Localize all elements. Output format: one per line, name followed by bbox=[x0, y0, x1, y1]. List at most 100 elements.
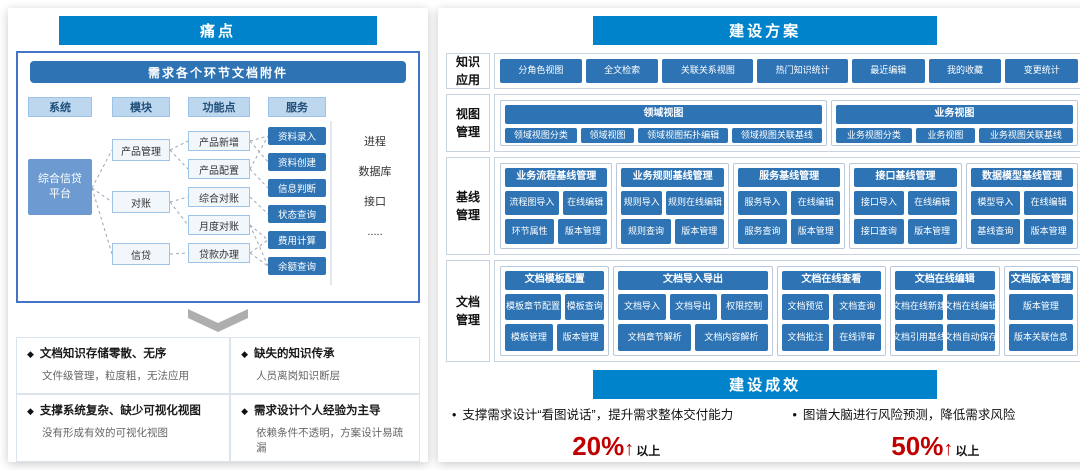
feature-button: 文档批注 bbox=[781, 324, 830, 351]
pain-panel-title: 痛点 bbox=[59, 16, 377, 45]
feature-button: 领域视图分类 bbox=[505, 127, 577, 144]
module-node: 信贷 bbox=[112, 243, 170, 265]
feature-group: 业务流程基线管理流程图导入在线编辑环节属性版本管理 bbox=[500, 163, 613, 249]
feature-button: 基线查询 bbox=[970, 219, 1020, 244]
function-node: 贷款办理 bbox=[188, 243, 250, 263]
button-row: 领域视图分类领域视图领域视图拓扑编辑领域视图关联基线 bbox=[505, 127, 822, 144]
service-node: 资料录入 bbox=[268, 127, 326, 145]
result-text-label: 图谱大脑进行风险预测，降低需求风险 bbox=[802, 408, 1016, 422]
feature-button: 关联关系视图 bbox=[662, 59, 754, 83]
feature-button: 文档在线新建 bbox=[895, 293, 943, 321]
column-header: 系统 bbox=[28, 97, 92, 117]
feature-button: 环节属性 bbox=[505, 219, 555, 244]
button-row: 环节属性版本管理 bbox=[505, 219, 608, 244]
feature-button: 领域视图 bbox=[580, 127, 635, 144]
plan-row-content: 领域视图领域视图分类领域视图领域视图拓扑编辑领域视图关联基线业务视图业务视图分类… bbox=[494, 94, 1080, 152]
plan-row-label: 知识应用 bbox=[446, 53, 490, 89]
feature-button: 流程图导入 bbox=[505, 190, 559, 216]
pain-point-title-text: 需求设计个人经验为主导 bbox=[254, 405, 381, 417]
side-item: 数据库 bbox=[358, 166, 392, 178]
result-item-risk: • 图谱大脑进行风险预测，降低需求风险 50%↑以上 bbox=[793, 407, 1079, 462]
feature-button: 规则导入 bbox=[621, 190, 663, 216]
down-arrow-icon bbox=[16, 308, 420, 334]
module-node: 产品管理 bbox=[112, 139, 170, 161]
feature-button: 在线评审 bbox=[833, 324, 882, 351]
feature-button: 文档导出 bbox=[669, 293, 717, 321]
pain-point-title: ◆缺失的知识传承 bbox=[241, 347, 409, 362]
feature-button: 文档查询 bbox=[833, 293, 882, 321]
metric-value: 20% bbox=[572, 430, 625, 461]
feature-button: 文档章节解析 bbox=[618, 324, 692, 351]
plan-row-content: 分角色视图全文检索关联关系视图热门知识统计最近编辑我的收藏变更统计 bbox=[494, 53, 1080, 89]
feature-button: 接口查询 bbox=[854, 219, 904, 244]
plan-panel: 建设方案 知识应用分角色视图全文检索关联关系视图热门知识统计最近编辑我的收藏变更… bbox=[438, 8, 1080, 462]
feature-group: 文档导入导出文档导入文档导出权限控制文档章节解析文档内容解析 bbox=[613, 266, 773, 356]
up-arrow-icon: ↑ bbox=[943, 437, 954, 460]
button-row: 模板管理版本管理 bbox=[505, 324, 605, 351]
feature-group: 业务规则基线管理规则导入规则在线编辑规则查询版本管理 bbox=[616, 163, 729, 249]
result-text-label: 支撑需求设计“看图说话”，提升需求整体交付能力 bbox=[462, 408, 734, 422]
plan-row-content: 文档模板配置模板章节配置模板查询模板管理版本管理文档导入导出文档导入文档导出权限… bbox=[494, 260, 1080, 362]
pain-point-cell: ◆缺失的知识传承人员离岗知识断层 bbox=[230, 337, 420, 394]
result-text: • 图谱大脑进行风险预测，降低需求风险 bbox=[793, 407, 1079, 425]
feature-group-title: 文档在线编辑 bbox=[895, 271, 995, 290]
feature-button: 版本管理 bbox=[1008, 293, 1074, 321]
feature-button: 服务导入 bbox=[737, 190, 788, 216]
column-header: 功能点 bbox=[188, 97, 250, 117]
results: • 支撑需求设计“看图说话”，提升需求整体交付能力 20% ↑以上 • 图谱大脑进… bbox=[446, 403, 1080, 462]
button-row: 文档预览文档查询 bbox=[781, 293, 882, 321]
button-row: 接口查询版本管理 bbox=[854, 219, 957, 244]
feature-button: 版本管理 bbox=[907, 219, 957, 244]
plan-panel-title: 建设方案 bbox=[593, 16, 938, 45]
diamond-bullet-icon: ◆ bbox=[241, 349, 249, 359]
feature-button: 我的收藏 bbox=[928, 59, 1002, 83]
pain-point-desc: 文件级管理，粒度粗，无法应用 bbox=[42, 369, 189, 382]
feature-button: 变更统计 bbox=[1005, 59, 1079, 83]
pain-point-title: ◆支撑系统复杂、缺少可视化视图 bbox=[27, 404, 219, 419]
feature-group: 文档模板配置模板章节配置模板查询模板管理版本管理 bbox=[500, 266, 610, 356]
results-panel-title: 建设成效 bbox=[593, 370, 938, 399]
plan-row: 基线管理业务流程基线管理流程图导入在线编辑环节属性版本管理业务规则基线管理规则导… bbox=[446, 157, 1080, 255]
feature-button: 在线编辑 bbox=[562, 190, 608, 216]
feature-group: 领域视图领域视图分类领域视图领域视图拓扑编辑领域视图关联基线 bbox=[500, 100, 827, 146]
plan-row-label: 视图管理 bbox=[446, 94, 490, 152]
plan-row-label: 文档管理 bbox=[446, 260, 490, 362]
feature-button: 版本管理 bbox=[1023, 219, 1074, 244]
pain-point-title: ◆需求设计个人经验为主导 bbox=[241, 404, 409, 419]
result-metric: 50%↑以上 bbox=[793, 431, 1079, 462]
feature-button: 模板管理 bbox=[505, 324, 553, 351]
pain-panel: 痛点 bbox=[8, 8, 428, 462]
plan-row-label: 基线管理 bbox=[446, 157, 490, 255]
button-row: 文档引用基线文档自动保存 bbox=[895, 324, 995, 351]
feature-button: 分角色视图 bbox=[500, 59, 582, 83]
feature-button: 文档内容解析 bbox=[695, 324, 768, 351]
feature-group-title: 服务基线管理 bbox=[737, 168, 841, 187]
pain-point-cell: ◆需求设计个人经验为主导依赖条件不透明，方案设计易疏漏 bbox=[230, 394, 420, 462]
feature-button: 版本管理 bbox=[791, 219, 841, 244]
feature-button: 热门知识统计 bbox=[757, 59, 848, 83]
feature-group-title: 文档导入导出 bbox=[618, 271, 768, 290]
feature-group: 文档版本管理版本管理版本关联信息 bbox=[1003, 266, 1079, 356]
button-row: 文档导入文档导出权限控制 bbox=[618, 293, 768, 321]
feature-group-title: 文档版本管理 bbox=[1008, 271, 1074, 290]
feature-button: 文档在线编辑 bbox=[946, 293, 995, 321]
feature-button: 文档导入 bbox=[618, 293, 666, 321]
runtime-artifact-list: 进程数据库接口..... bbox=[336, 127, 414, 247]
pain-point-title-text: 文档知识存储零散、无序 bbox=[39, 348, 167, 360]
service-node: 状态查询 bbox=[268, 205, 326, 223]
feature-button: 文档引用基线 bbox=[895, 324, 943, 351]
metric-suffix: 以上 bbox=[955, 443, 980, 458]
feature-button: 业务视图分类 bbox=[835, 127, 913, 144]
plan-row: 视图管理领域视图领域视图分类领域视图领域视图拓扑编辑领域视图关联基线业务视图业务… bbox=[446, 94, 1080, 152]
service-node: 余额查询 bbox=[268, 257, 326, 275]
diamond-bullet-icon: ◆ bbox=[27, 406, 34, 416]
dot-bullet-icon: • bbox=[452, 408, 457, 422]
button-row: 版本管理 bbox=[1008, 293, 1074, 321]
function-node: 月度对账 bbox=[188, 215, 250, 235]
pain-point-desc: 没有形成有效的可视化视图 bbox=[42, 426, 168, 439]
pain-points-grid: ◆ 文档知识存储零散、无序文件级管理，粒度粗，无法应用 ◆缺失的知识传承人员离岗知识… bbox=[16, 337, 420, 462]
feature-group: 数据模型基线管理模型导入在线编辑基线查询版本管理 bbox=[965, 163, 1079, 249]
feature-button: 权限控制 bbox=[720, 293, 768, 321]
feature-button: 在线编辑 bbox=[907, 190, 957, 216]
